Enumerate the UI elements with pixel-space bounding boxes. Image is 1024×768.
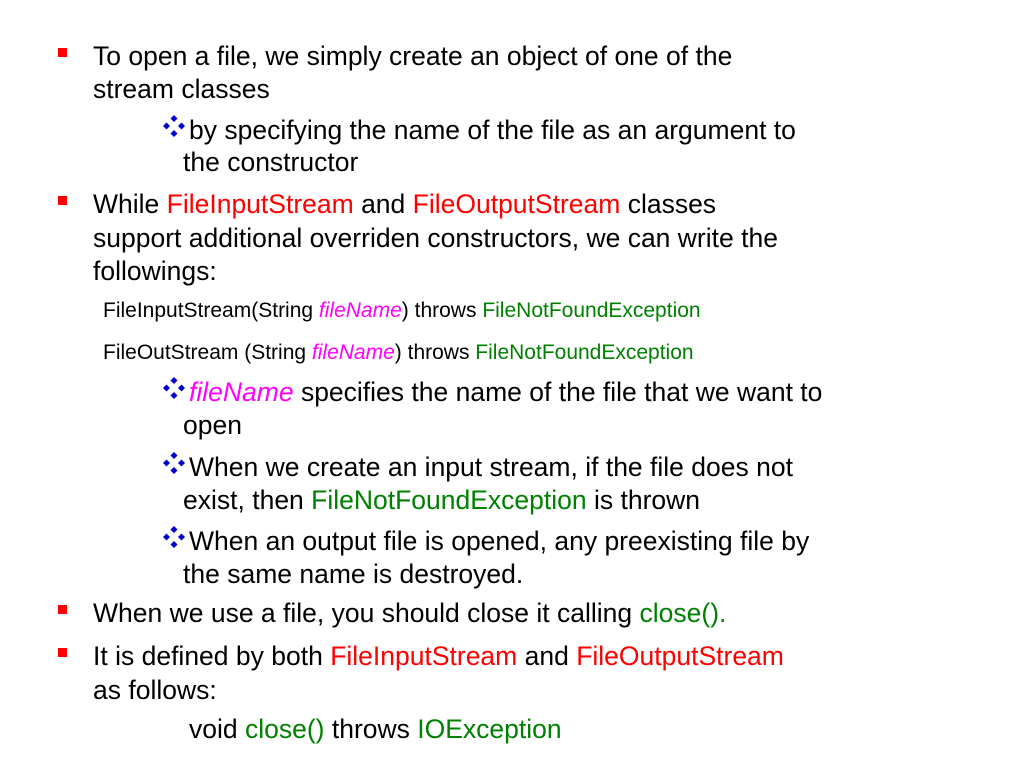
- class-name: FileOutputStream: [412, 189, 621, 219]
- sub-2-line-2: open: [183, 410, 242, 440]
- sub-1-line-2: the constructor: [183, 147, 359, 177]
- square-bullet-icon: [58, 605, 67, 614]
- sub-3-line-1: When we create an input stream, if the f…: [189, 452, 793, 482]
- code-text: throws: [324, 714, 418, 744]
- square-bullet-icon: [58, 648, 67, 657]
- code-text: void: [189, 714, 245, 744]
- method-name: close(): [244, 714, 325, 744]
- sub-4-line-2: the same name is destroyed.: [183, 559, 524, 589]
- text: specifies the name of the file that we w…: [293, 377, 823, 407]
- bullet-4-line-2: as follows:: [93, 675, 217, 705]
- bullet-2-line-3: followings:: [93, 256, 217, 286]
- square-bullet-icon: [58, 48, 67, 57]
- diamond-bullet-icon: [161, 450, 187, 476]
- text: and: [517, 641, 577, 671]
- sub-4-line-1: When an output file is opened, any preex…: [189, 526, 810, 556]
- text: It is defined by both: [93, 641, 331, 671]
- param-name: fileName: [318, 299, 402, 322]
- square-bullet-icon: [58, 196, 67, 205]
- sub-3-line-2: exist, then FileNotFoundException is thr…: [183, 484, 700, 516]
- constructor-signature-2: FileOutStream (String fileName) throws F…: [103, 340, 694, 366]
- param-name: fileName: [311, 341, 395, 364]
- diamond-bullet-icon: [161, 113, 187, 139]
- close-method-signature: void close() throws IOException: [189, 713, 562, 745]
- bullet-3-line-1: When we use a file, you should close it …: [93, 597, 726, 629]
- exception-name: FileNotFoundException: [482, 299, 701, 322]
- sub-2-line-1: fileName specifies the name of the file …: [189, 376, 822, 408]
- param-name: fileName: [189, 377, 294, 407]
- sub-1-line-1: by specifying the name of the file as an…: [189, 115, 796, 145]
- class-name: FileInputStream: [330, 641, 518, 671]
- bullet-4-line-1: It is defined by both FileInputStream an…: [93, 640, 784, 672]
- bullet-2-line-2: support additional overriden constructor…: [93, 223, 778, 253]
- exception-name: IOException: [417, 714, 562, 744]
- bullet-2-line-1: While FileInputStream and FileOutputStre…: [93, 188, 716, 220]
- constructor-signature-1: FileInputStream(String fileName) throws …: [103, 298, 701, 324]
- code-text: FileInputStream(String: [103, 299, 319, 322]
- class-name: FileOutputStream: [576, 641, 784, 671]
- text: is thrown: [586, 485, 701, 515]
- code-text: ) throws: [401, 299, 483, 322]
- bullet-1-line-2: stream classes: [93, 74, 270, 104]
- method-name: close().: [639, 598, 727, 628]
- text: and: [353, 189, 413, 219]
- text: While: [93, 189, 167, 219]
- text: exist, then: [183, 485, 312, 515]
- diamond-bullet-icon: [161, 375, 187, 401]
- exception-name: FileNotFoundException: [475, 341, 694, 364]
- class-name: FileInputStream: [166, 189, 354, 219]
- diamond-bullet-icon: [161, 524, 187, 550]
- bullet-1-line-1: To open a file, we simply create an obje…: [93, 41, 733, 71]
- code-text: ) throws: [394, 341, 476, 364]
- text: classes: [620, 189, 717, 219]
- exception-name: FileNotFoundException: [311, 485, 587, 515]
- text: When we use a file, you should close it …: [93, 598, 640, 628]
- code-text: FileOutStream (String: [103, 341, 312, 364]
